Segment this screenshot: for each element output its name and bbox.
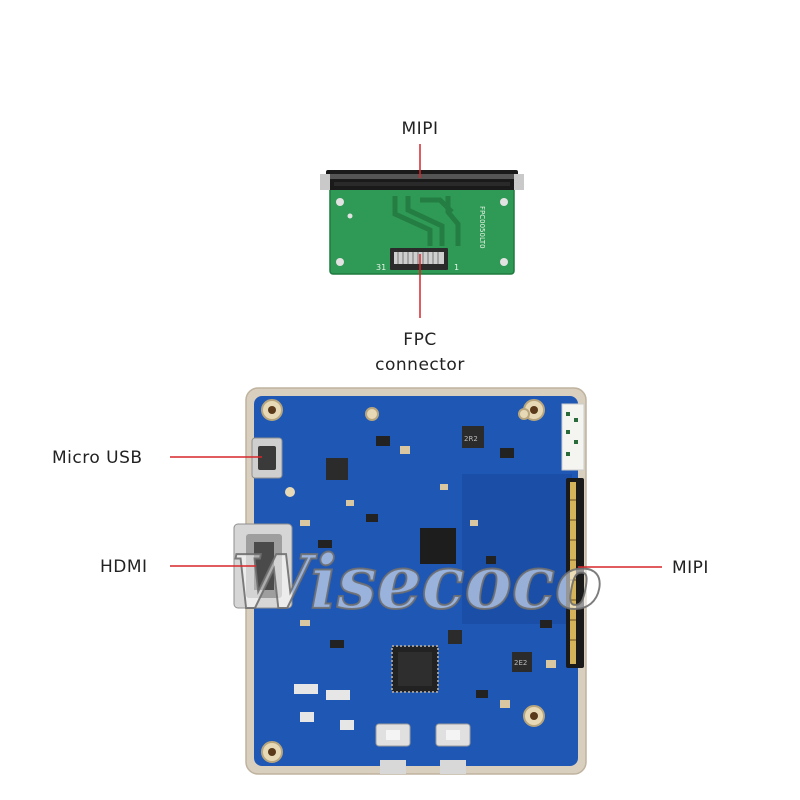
adapter-zif-connector <box>326 170 518 190</box>
fpc-adapter-board: 31 1 FPC0050LT0 <box>320 170 524 275</box>
hdmi-port <box>233 523 293 609</box>
adapter-pad <box>500 258 508 266</box>
adapter-traces <box>392 196 461 246</box>
label-hdmi: HDMI <box>100 557 148 577</box>
micro-usb-port <box>251 437 283 479</box>
adapter-pin-label-left: 31 <box>376 263 386 272</box>
board-mipi-connector <box>566 478 584 668</box>
board-buttons <box>375 723 471 774</box>
adapter-pad <box>336 258 344 266</box>
adapter-pin-label-right: 1 <box>454 263 459 272</box>
label-board-mipi: MIPI <box>672 558 709 578</box>
board-chip-marking-2: 2E2 <box>514 659 527 667</box>
label-micro-usb: Micro USB <box>52 448 143 468</box>
mounting-holes <box>261 399 545 763</box>
adapter-part-code: FPC0050LT0 <box>478 206 486 249</box>
board-sticker <box>561 403 585 471</box>
adapter-pad <box>500 198 508 206</box>
leader-lines <box>170 144 662 568</box>
board-chip-marking: 2R2 <box>464 435 478 443</box>
board-chip <box>326 426 532 693</box>
label-adapter-mipi: MIPI <box>402 119 439 139</box>
label-fpc-connector: connector <box>375 355 465 375</box>
watermark: Wisecoco <box>232 540 602 626</box>
adapter-pad <box>336 198 344 206</box>
smd-components <box>294 436 556 730</box>
driver-board: 2R2 2E2 <box>233 387 587 775</box>
label-fpc: FPC <box>403 330 436 350</box>
